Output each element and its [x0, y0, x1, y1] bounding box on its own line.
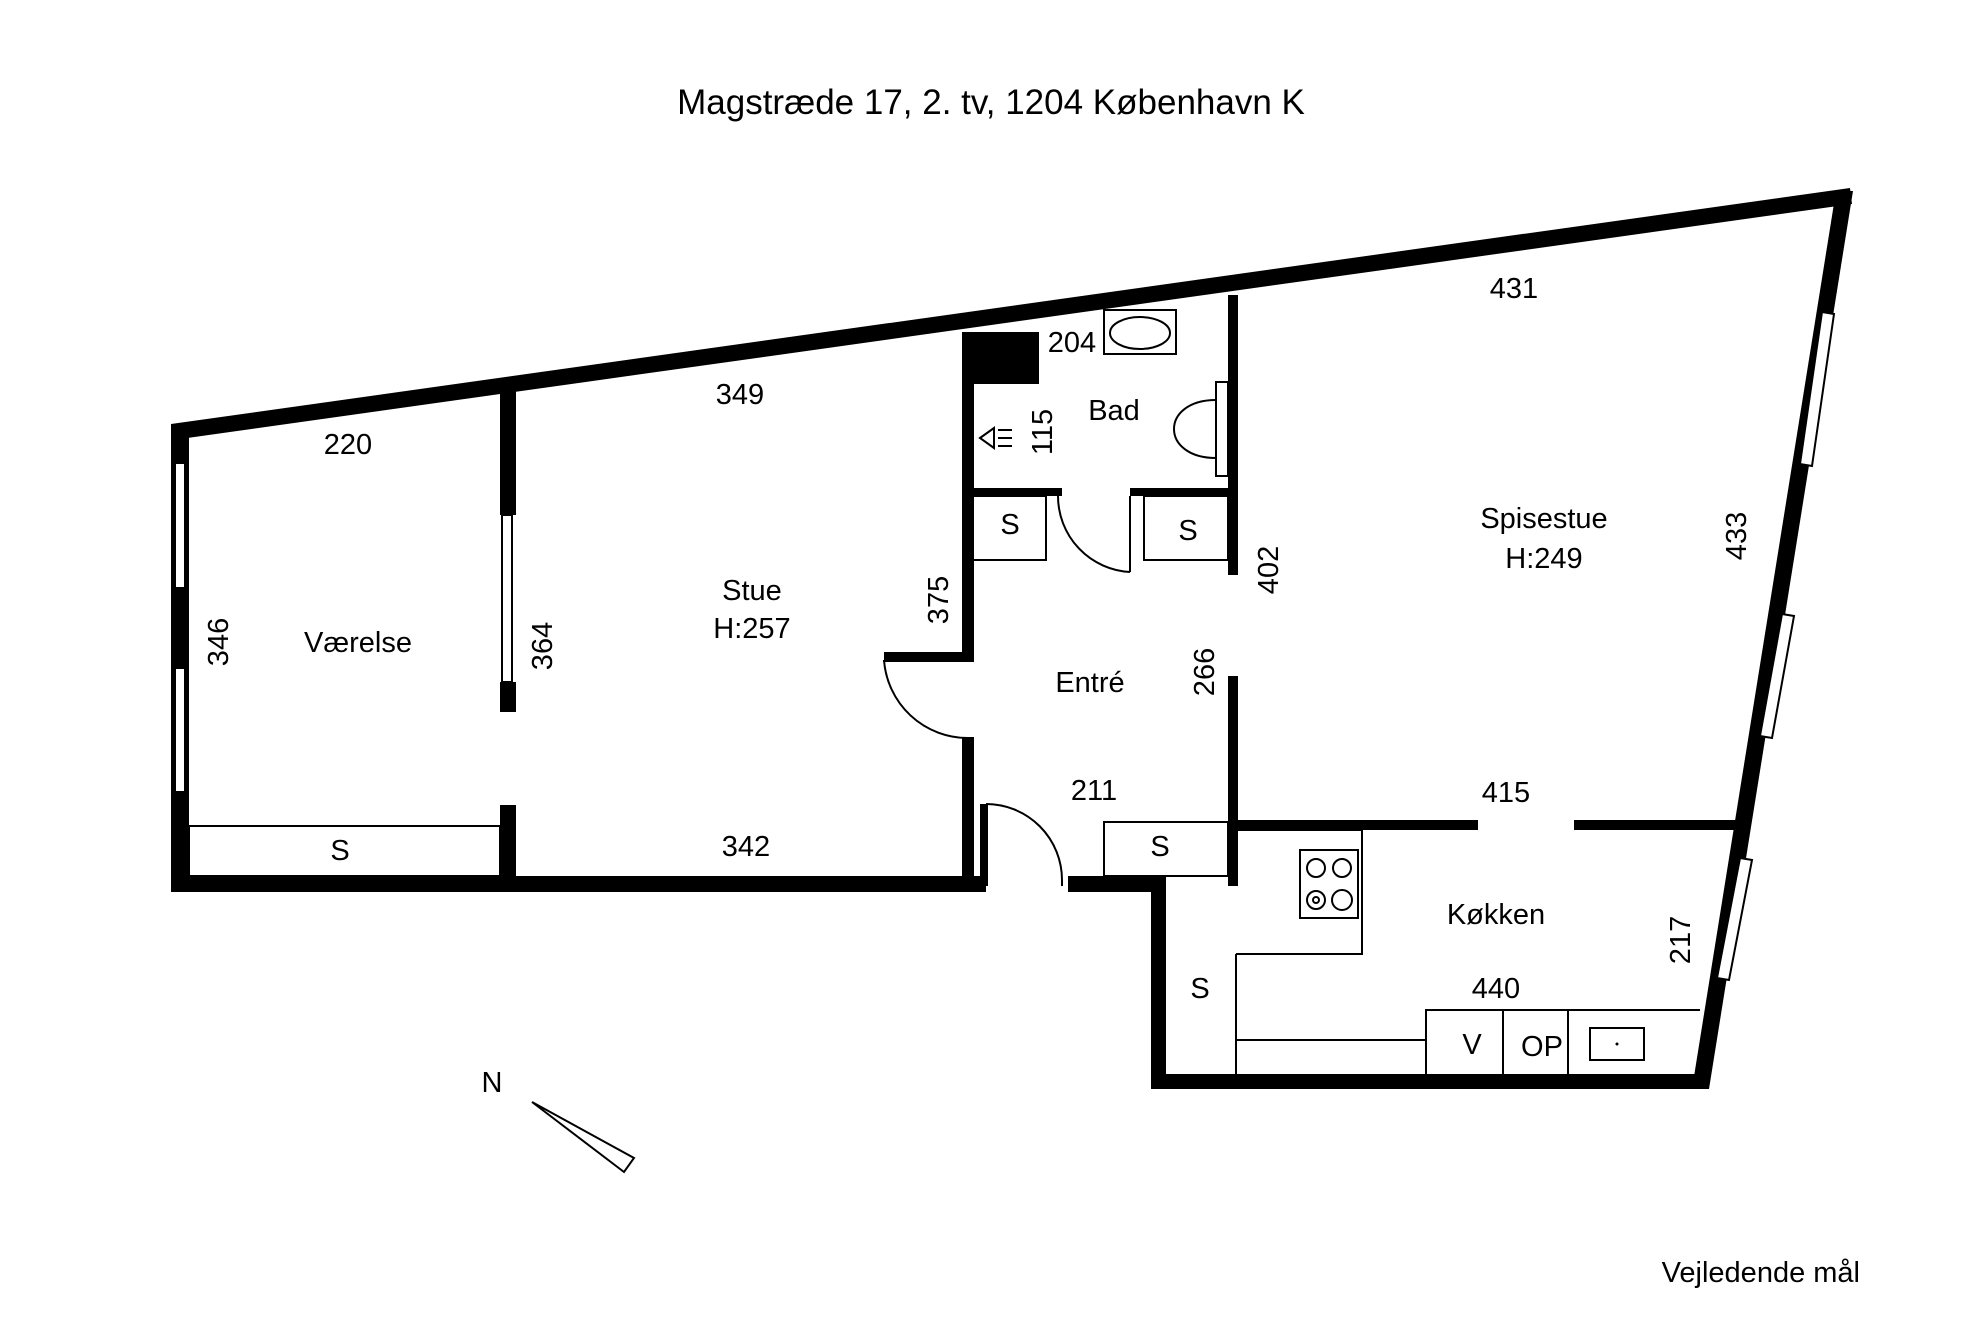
storage-label: S	[1190, 973, 1209, 1005]
dim-stue-bottom: 342	[722, 831, 770, 863]
closet-vaerelse	[188, 825, 501, 877]
dim-stue-top: 349	[716, 379, 764, 411]
dim-koekken-right: 217	[1665, 916, 1697, 964]
north-arrow: N	[482, 1067, 636, 1174]
interior-walls	[500, 295, 1736, 886]
appliance-v: V	[1462, 1029, 1482, 1061]
room-name-entre: Entré	[1055, 667, 1124, 699]
room-name-vaerelse: Værelse	[304, 627, 412, 659]
closet-bad-left	[971, 495, 1047, 561]
stove-icon	[1299, 849, 1359, 919]
dim-bad-left: 115	[1027, 409, 1059, 455]
dim-spisestue-bottom: 415	[1482, 777, 1530, 809]
storage-label: S	[1178, 515, 1197, 547]
dim-spisestue-left: 402	[1253, 546, 1285, 594]
fixtures	[188, 309, 1700, 1074]
dim-spisestue-top: 431	[1490, 273, 1538, 305]
toilet-icon	[1173, 381, 1229, 477]
storage-label: S	[1150, 831, 1169, 863]
dim-entre-right: 266	[1189, 648, 1221, 696]
appliance-op: OP	[1521, 1031, 1563, 1063]
dim-vaerelse-right: 364	[527, 622, 559, 670]
room-name-koekken: Køkken	[1447, 899, 1545, 931]
kitchen-sink-icon	[1589, 1027, 1645, 1061]
room-name-bad: Bad	[1088, 395, 1140, 427]
closet-bad-right	[1143, 495, 1229, 561]
room-name-spisestue: Spisestue	[1480, 503, 1607, 535]
dim-vaerelse-left: 346	[203, 618, 235, 666]
footer-note: Vejledende mål	[1662, 1257, 1860, 1289]
window-right-3	[1715, 856, 1754, 982]
sink-icon	[1103, 309, 1177, 355]
window-right-2	[1758, 612, 1796, 740]
dim-entre-bottom: 211	[1071, 775, 1117, 807]
dimension-labels: 220 346 364 349 342 375 204 115 431 433 …	[203, 273, 1753, 1005]
compass-arrow-icon	[531, 1101, 636, 1174]
window-right-1	[1798, 310, 1836, 468]
north-label: N	[482, 1067, 503, 1099]
kitchen-counter	[1235, 829, 1700, 1074]
window-partition	[501, 514, 513, 683]
storage-label: S	[1000, 509, 1019, 541]
room-height-stue: H:257	[713, 613, 790, 645]
dim-koekken-counter: 440	[1472, 973, 1520, 1005]
storage-labels: S S S S S V OP	[330, 509, 1563, 1063]
exterior-walls	[171, 188, 1853, 1089]
room-labels: Værelse Stue H:257 Bad Entré Spisestue H…	[304, 395, 1608, 931]
storage-label: S	[330, 835, 349, 867]
room-name-stue: Stue	[722, 575, 782, 607]
closet-entre	[1103, 821, 1229, 877]
dim-stue-right: 375	[923, 576, 955, 624]
doors	[883, 495, 1131, 886]
dim-vaerelse-top: 220	[324, 429, 372, 461]
room-height-spisestue: H:249	[1505, 543, 1582, 575]
shower-icon	[978, 426, 1012, 450]
window-left-top	[174, 462, 186, 589]
windows	[174, 310, 1836, 982]
dim-spisestue-right: 433	[1721, 512, 1753, 560]
dim-bad-top: 204	[1048, 327, 1096, 359]
window-left-bottom	[174, 667, 186, 793]
plan-title: Magstræde 17, 2. tv, 1204 København K	[677, 83, 1305, 122]
